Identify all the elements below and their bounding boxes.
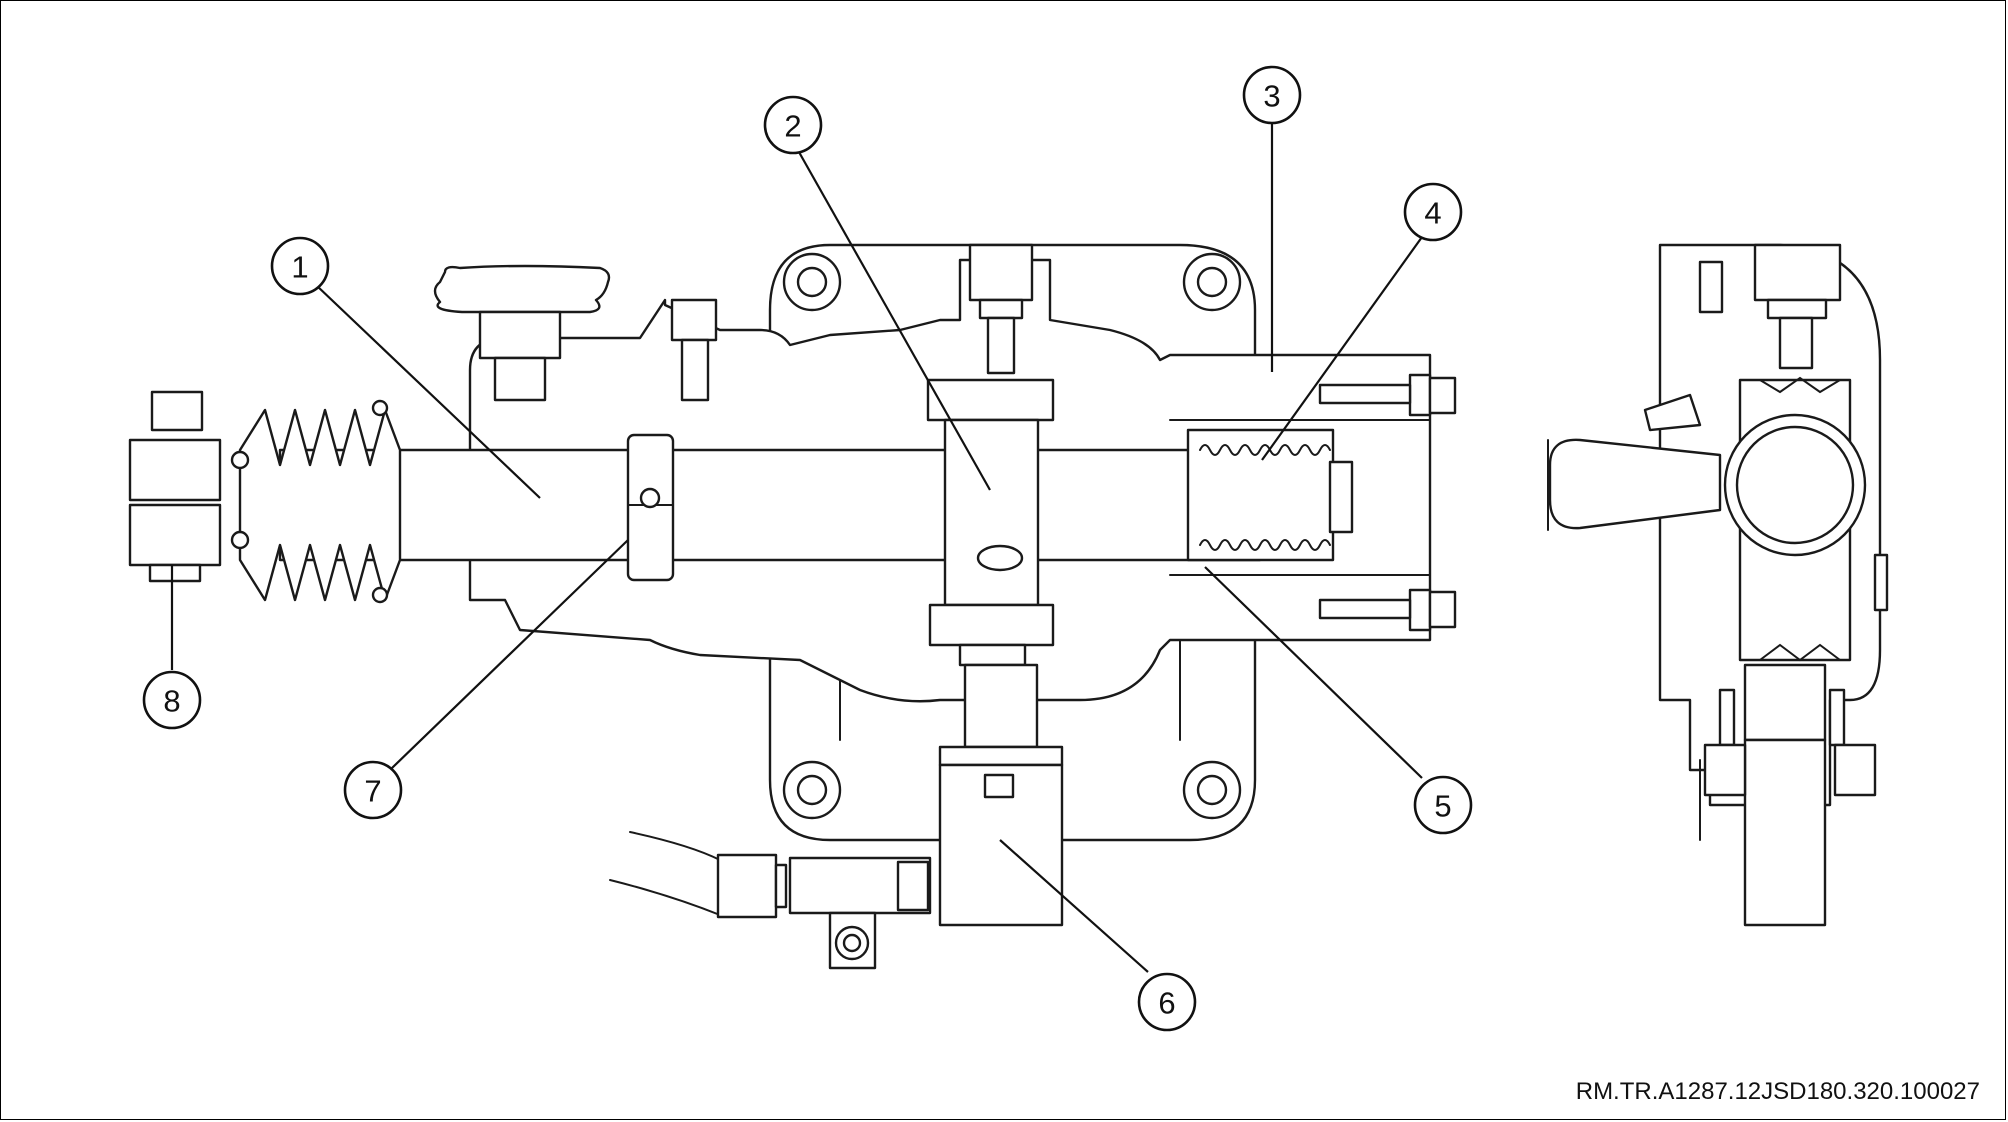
- leader-4: [1261, 236, 1423, 461]
- reference-code: RM.TR.A1287.12JSD180.320.100027: [1575, 1078, 1980, 1105]
- callout-3-label: 3: [1263, 79, 1280, 114]
- callout-6-label: 6: [1158, 986, 1175, 1021]
- spring-assembly: [1186, 428, 1354, 562]
- callout-1-label: 1: [291, 250, 308, 285]
- callout-7: 7: [343, 760, 403, 820]
- left-port-fitting: [670, 298, 718, 402]
- callout-4-label: 4: [1424, 196, 1441, 231]
- bellows-boot: [238, 399, 402, 604]
- callout-2: 2: [763, 95, 823, 155]
- leader-7: [391, 539, 629, 769]
- retaining-ring: [626, 433, 675, 582]
- end-cap-bolts: [1318, 373, 1457, 632]
- callout-4: 4: [1403, 182, 1463, 242]
- leader-6: [999, 839, 1149, 973]
- dust-cap: [433, 264, 611, 402]
- side-view: [1547, 243, 1889, 927]
- tie-rod-end: [128, 390, 250, 583]
- top-port-fitting: [968, 243, 1034, 375]
- callout-1: 1: [270, 236, 330, 296]
- callout-5-label: 5: [1434, 789, 1451, 824]
- rack-shaft: [278, 448, 1262, 562]
- callout-2-label: 2: [784, 109, 801, 144]
- callout-6: 6: [1137, 972, 1197, 1032]
- callout-5: 5: [1413, 775, 1473, 835]
- leader-2: [794, 144, 991, 491]
- output-shaft: [938, 663, 1064, 927]
- callout-8: 8: [142, 670, 202, 730]
- leader-lines: [170, 118, 1423, 973]
- hydraulic-hose: [609, 831, 932, 970]
- leader-5: [1204, 566, 1423, 779]
- callout-3: 3: [1242, 65, 1302, 125]
- sector-shaft-block: [926, 378, 1055, 667]
- leader-1: [315, 284, 541, 499]
- callout-8-label: 8: [163, 684, 180, 719]
- callout-7-label: 7: [364, 774, 381, 809]
